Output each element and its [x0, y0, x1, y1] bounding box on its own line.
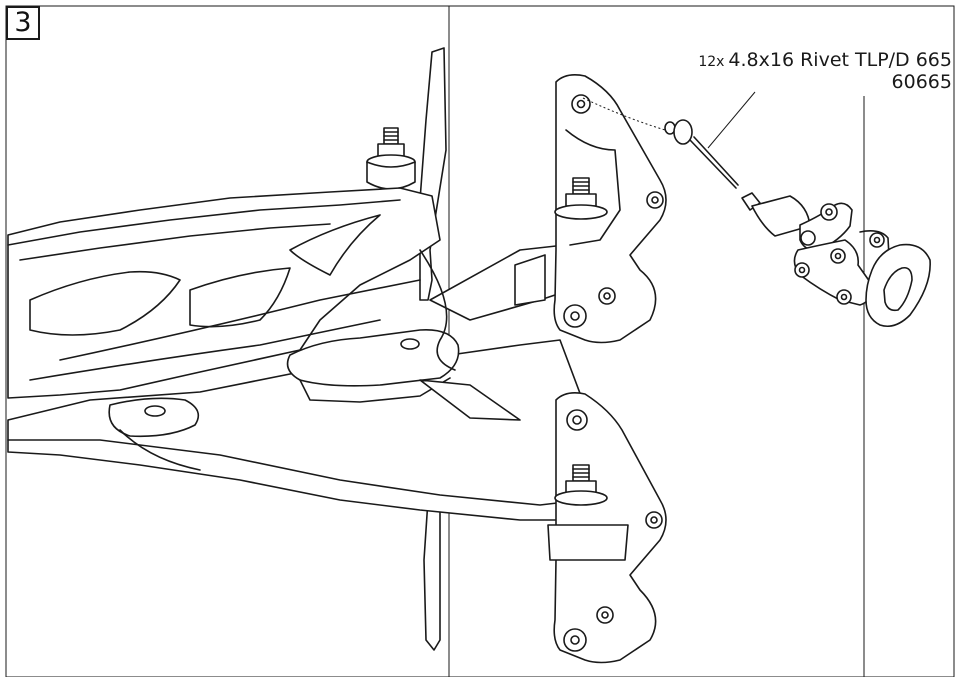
frame-border	[5, 5, 955, 677]
rivet-tool-icon	[741, 192, 931, 328]
rivet-path-dotted	[582, 97, 673, 133]
upper-wall-bracket	[553, 74, 667, 344]
step-number-box: 3	[6, 6, 40, 40]
step-number: 3	[14, 7, 32, 38]
callout-leader-line	[707, 91, 756, 149]
part-number: 60665	[891, 70, 952, 93]
part-description: 4.8x16 Rivet TLP/D 665	[728, 49, 952, 71]
lower-wall-bracket	[547, 392, 667, 664]
swing-arm	[7, 187, 621, 521]
part-quantity: 12x	[698, 54, 725, 70]
rivet-icon	[664, 119, 739, 189]
upper-bolt	[366, 127, 416, 190]
